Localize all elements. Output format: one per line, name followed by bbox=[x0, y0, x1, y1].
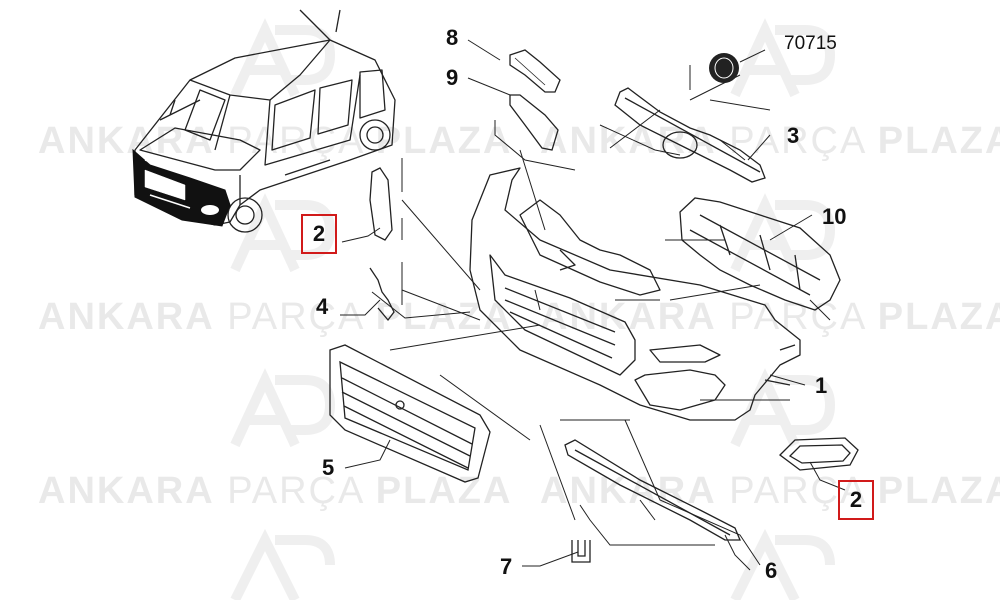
emblem-code-label: 70715 bbox=[784, 33, 837, 54]
watermark-text: ANKARA PARÇA PLAZA bbox=[38, 120, 513, 162]
part-7-clip bbox=[571, 540, 591, 563]
leader-emblem bbox=[739, 49, 766, 63]
part-8-detail bbox=[514, 57, 546, 86]
callout-8: 8 bbox=[446, 25, 459, 50]
callout-3: 3 bbox=[787, 123, 800, 148]
watermark-text: ANKARA PARÇA PLAZA bbox=[540, 296, 1000, 338]
callout-2-left-highlighted: 2 bbox=[301, 214, 337, 254]
car-front-bumper bbox=[132, 148, 231, 227]
watermark-text: ANKARA PARÇA PLAZA bbox=[38, 470, 513, 512]
part-3-upper-grille bbox=[614, 87, 766, 183]
callout-1: 1 bbox=[815, 373, 828, 398]
callout-4: 4 bbox=[316, 294, 329, 319]
watermark-text: ANKARA PARÇA PLAZA bbox=[540, 120, 1000, 162]
callout-2-right-highlighted: 2 bbox=[838, 480, 874, 520]
part-4-clip bbox=[369, 267, 395, 322]
callout-9: 9 bbox=[446, 65, 459, 90]
part-10-bracket bbox=[679, 197, 841, 311]
watermark-text: ANKARA PARÇA PLAZA bbox=[38, 296, 513, 338]
callout-6: 6 bbox=[765, 558, 778, 583]
callout-leaders bbox=[340, 39, 846, 571]
callout-10: 10 bbox=[822, 204, 847, 229]
front-bumper-part bbox=[469, 167, 801, 421]
part-8-trim bbox=[509, 49, 561, 93]
part-6-lower-strip bbox=[564, 439, 741, 541]
callout-7: 7 bbox=[500, 554, 513, 579]
part-2-fog-cover-right bbox=[779, 437, 859, 471]
part-5-lower-grille bbox=[329, 344, 491, 483]
part-2-fog-cover-left bbox=[369, 167, 393, 241]
callout-5: 5 bbox=[322, 455, 335, 480]
part-9-trim bbox=[509, 94, 559, 151]
emblem-70715 bbox=[709, 53, 739, 83]
leader-lines bbox=[371, 65, 831, 566]
